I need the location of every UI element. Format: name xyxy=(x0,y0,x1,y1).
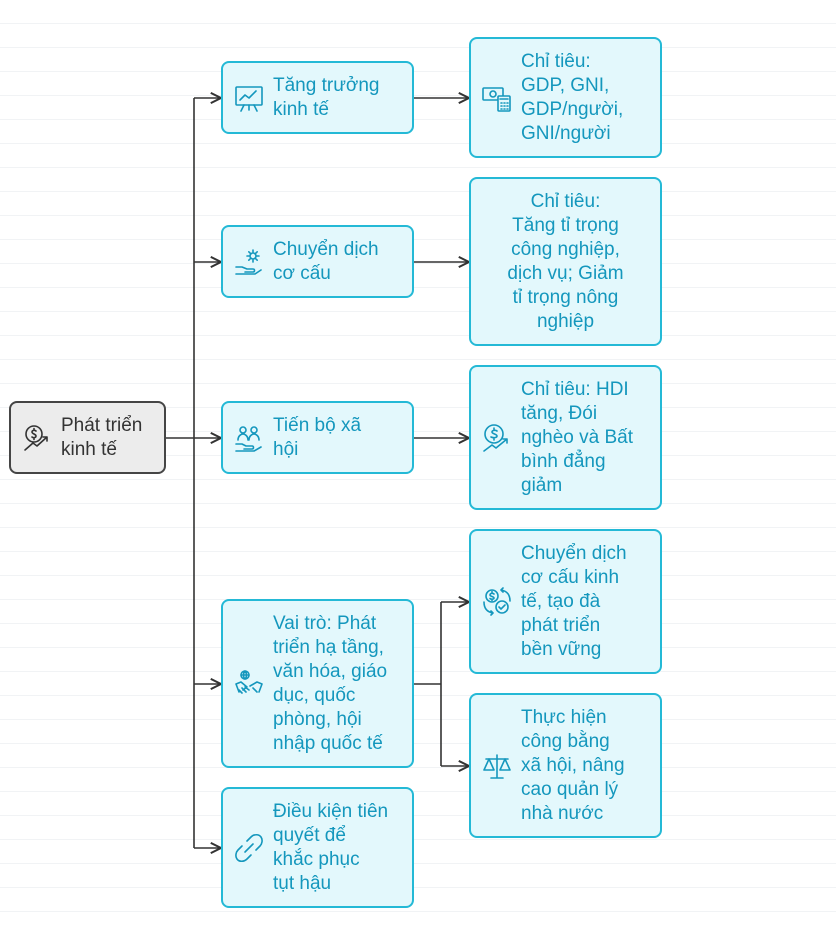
money-trend-icon xyxy=(481,422,513,454)
detail-node-structure-indicators[interactable]: Chỉ tiêu: Tăng tỉ trọng công nghiệp, dịc… xyxy=(469,177,662,346)
branch-node-structure[interactable]: Chuyển dịch cơ cấu xyxy=(221,225,414,298)
handshake-icon xyxy=(233,668,265,700)
presentation-chart-icon xyxy=(233,82,265,114)
branch-node-prerequisite[interactable]: Điều kiện tiên quyết để khắc phục tụt hậ… xyxy=(221,787,414,908)
detail-label: Chỉ tiêu: HDI tăng, Đói nghèo và Bất bìn… xyxy=(521,378,633,496)
detail-label: Chỉ tiêu: Tăng tỉ trọng công nghiệp, dịc… xyxy=(507,190,624,332)
detail-node-economic-shift[interactable]: Chuyển dịch cơ cấu kinh tế, tạo đà phát … xyxy=(469,529,662,674)
branch-label: Tiến bộ xã hội xyxy=(273,414,362,460)
branch-label: Vai trò: Phát triển hạ tầng, văn hóa, gi… xyxy=(273,612,388,754)
branch-label: Chuyển dịch cơ cấu xyxy=(273,238,379,284)
gear-hand-icon xyxy=(233,246,265,278)
branch-node-role[interactable]: Vai trò: Phát triển hạ tầng, văn hóa, gi… xyxy=(221,599,414,768)
branch-label: Điều kiện tiên quyết để khắc phục tụt hậ… xyxy=(273,800,389,894)
coin-exchange-icon xyxy=(481,586,513,618)
detail-label: Chỉ tiêu: GDP, GNI, GDP/người, GNI/người xyxy=(521,50,624,144)
detail-label: Thực hiện công bằng xã hội, nâng cao quả… xyxy=(521,706,625,824)
root-node[interactable]: Phát triển kinh tế xyxy=(9,401,166,474)
money-growth-icon xyxy=(21,422,53,454)
detail-node-social-indicators[interactable]: Chỉ tiêu: HDI tăng, Đói nghèo và Bất bìn… xyxy=(469,365,662,510)
branch-label: Tăng trưởng kinh tế xyxy=(273,74,380,120)
branch-node-growth[interactable]: Tăng trưởng kinh tế xyxy=(221,61,414,134)
people-hand-icon xyxy=(233,422,265,454)
detail-label: Chuyển dịch cơ cấu kinh tế, tạo đà phát … xyxy=(521,542,627,660)
scales-icon xyxy=(481,750,513,782)
detail-node-growth-indicators[interactable]: Chỉ tiêu: GDP, GNI, GDP/người, GNI/người xyxy=(469,37,662,158)
link-icon xyxy=(233,832,265,864)
money-calculator-icon xyxy=(481,82,513,114)
root-label: Phát triển kinh tế xyxy=(61,414,143,460)
detail-node-social-equity[interactable]: Thực hiện công bằng xã hội, nâng cao quả… xyxy=(469,693,662,838)
connector-branch4-split xyxy=(414,602,442,766)
branch-node-social-progress[interactable]: Tiến bộ xã hội xyxy=(221,401,414,474)
